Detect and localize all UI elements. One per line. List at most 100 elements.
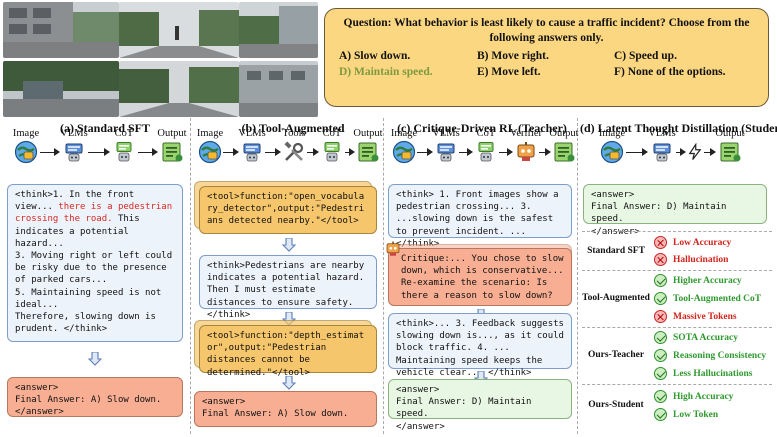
- hallucination-text: there is a pedestrian crossing the road.: [15, 202, 178, 225]
- option-b: B) Move right.: [477, 50, 549, 62]
- pipeline-label-output: Output: [715, 128, 745, 139]
- pipeline-label-vlms: VLMs: [60, 128, 88, 139]
- option-e: E) Move left.: [477, 66, 541, 78]
- comparison-divider: [582, 270, 772, 271]
- cross-icon: [654, 310, 667, 323]
- pipeline-arrow: [539, 148, 551, 156]
- pipeline-label-cot: CoT: [322, 128, 342, 139]
- divider-a-b: [190, 118, 191, 434]
- pipeline-arrow: [40, 148, 60, 156]
- comparison-item: Low Accuracy: [654, 236, 731, 249]
- down-arrow-icon: [88, 352, 102, 366]
- tool-call-box-depth: <tool>function:"depth_estimator",output:…: [199, 325, 377, 378]
- method-label-ours-teacher: Ours-Teacher: [587, 350, 645, 360]
- down-arrow-icon: [282, 238, 296, 252]
- teacher-think-box-revised: <think>... 3. Feedback suggests slowing …: [388, 313, 572, 378]
- vlm-icon: [650, 140, 674, 164]
- camera-image-front-left: [3, 2, 119, 58]
- lightning-icon: [686, 143, 704, 161]
- pipeline-arrow: [676, 148, 686, 156]
- comparison-item: Hallucination: [654, 253, 728, 266]
- option-c: C) Speed up.: [614, 50, 677, 62]
- comparison-item: Low Token: [654, 408, 718, 421]
- camera-image-front: [119, 2, 239, 58]
- output-icon: [160, 140, 184, 164]
- tools-icon: [282, 140, 306, 164]
- comparison-item: Massive Tokens: [654, 310, 737, 323]
- think-text-cont: This indicates a potential hazard... 3. …: [15, 214, 173, 335]
- verifier-icon: [514, 140, 538, 164]
- output-icon: [718, 140, 742, 164]
- vlm-icon: [434, 140, 458, 164]
- camera-image-back: [119, 61, 239, 117]
- check-icon: [654, 349, 667, 362]
- option-f: F) None of the options.: [614, 66, 726, 78]
- pipeline-arrow: [307, 148, 319, 156]
- standard-sft-answer-box: <answer> Final Answer: A) Slow down. </a…: [7, 377, 183, 417]
- image-icon: [198, 140, 222, 164]
- image-icon: [600, 140, 624, 164]
- check-icon: [654, 292, 667, 305]
- comparison-item: Higher Accuracy: [654, 274, 742, 287]
- pipeline-label-vlms: VLMs: [238, 128, 266, 139]
- check-icon: [654, 274, 667, 287]
- teacher-answer-box: <answer> Final Answer: D) Maintain speed…: [388, 379, 572, 432]
- pipeline-label-vlms: VLMs: [648, 128, 676, 139]
- pipeline-label-vlms: VLMs: [432, 128, 460, 139]
- pipeline-label-output: Output: [549, 128, 579, 139]
- output-icon: [356, 140, 380, 164]
- pipeline-arrow: [499, 148, 513, 156]
- answer-options: A) Slow down. B) Move right. C) Speed up…: [337, 49, 756, 80]
- pipeline-label-verifier: Verifier: [509, 128, 543, 139]
- output-icon: [552, 140, 576, 164]
- check-icon: [654, 331, 667, 344]
- option-d: D) Maintain speed.: [339, 66, 433, 78]
- column-title-critique-rl: (c) Critique-Driven RL (Teacher): [397, 121, 567, 135]
- pipeline-label-image: Image: [390, 128, 418, 139]
- option-a: A) Slow down.: [339, 50, 411, 62]
- pipeline-label-image: Image: [598, 128, 626, 139]
- method-label-ours-student: Ours-Student: [588, 400, 644, 410]
- image-icon: [392, 140, 416, 164]
- column-title-latent-distillation: (d) Latent Thought Distillation (Student…: [580, 121, 777, 135]
- check-icon: [654, 408, 667, 421]
- pipeline-label-cot: CoT: [114, 128, 134, 139]
- pipeline-arrow: [417, 148, 433, 156]
- question-text: Question: What behavior is least likely …: [343, 17, 750, 44]
- cot-icon: [320, 140, 344, 164]
- down-arrow-icon: [282, 376, 296, 390]
- comparison-item: Less Hallucinations: [654, 367, 752, 380]
- method-label-tool-augmented: Tool-Augmented: [582, 293, 650, 303]
- tool-think-box: <think>Pedestrians are nearby indicates …: [199, 255, 377, 320]
- pipeline-arrow: [626, 148, 648, 156]
- comparison-item: Reasoning Consistency: [654, 349, 766, 362]
- pipeline-label-output: Output: [353, 128, 383, 139]
- column-title-tool-augmented: (b) Tool-Augmented: [241, 121, 345, 135]
- comparison-divider: [582, 327, 772, 328]
- pipeline-label-cot: CoT: [476, 128, 496, 139]
- comparison-divider: [582, 231, 772, 232]
- check-icon: [654, 367, 667, 380]
- pipeline-arrow: [88, 148, 110, 156]
- pipeline-arrow: [265, 148, 281, 156]
- critique-box: Critique:... You chose to slow down, whi…: [388, 248, 572, 306]
- divider-c-d: [577, 118, 578, 434]
- pipeline-label-tools: Tools: [282, 128, 306, 139]
- comparison-item: Tool-Augmented CoT: [654, 292, 761, 305]
- pipeline-arrow: [459, 148, 473, 156]
- pipeline-arrow: [223, 148, 239, 156]
- pipeline-label-image: Image: [12, 128, 40, 139]
- column-title-standard-sft: (a) Standard SFT: [59, 121, 151, 135]
- tool-augmented-answer-box: <answer> Final Answer: A) Slow down.: [194, 391, 377, 427]
- pipeline-label-image: Image: [196, 128, 224, 139]
- comparison-divider: [582, 384, 772, 385]
- cot-icon: [112, 140, 136, 164]
- pipeline-arrow: [345, 148, 355, 156]
- critic-robot-icon: [384, 240, 402, 258]
- cross-icon: [654, 236, 667, 249]
- student-answer-box: <answer> Final Answer: D) Maintain speed…: [583, 184, 767, 237]
- cross-icon: [654, 253, 667, 266]
- check-icon: [654, 390, 667, 403]
- pipeline-label-output: Output: [157, 128, 187, 139]
- camera-image-back-left: [3, 61, 119, 117]
